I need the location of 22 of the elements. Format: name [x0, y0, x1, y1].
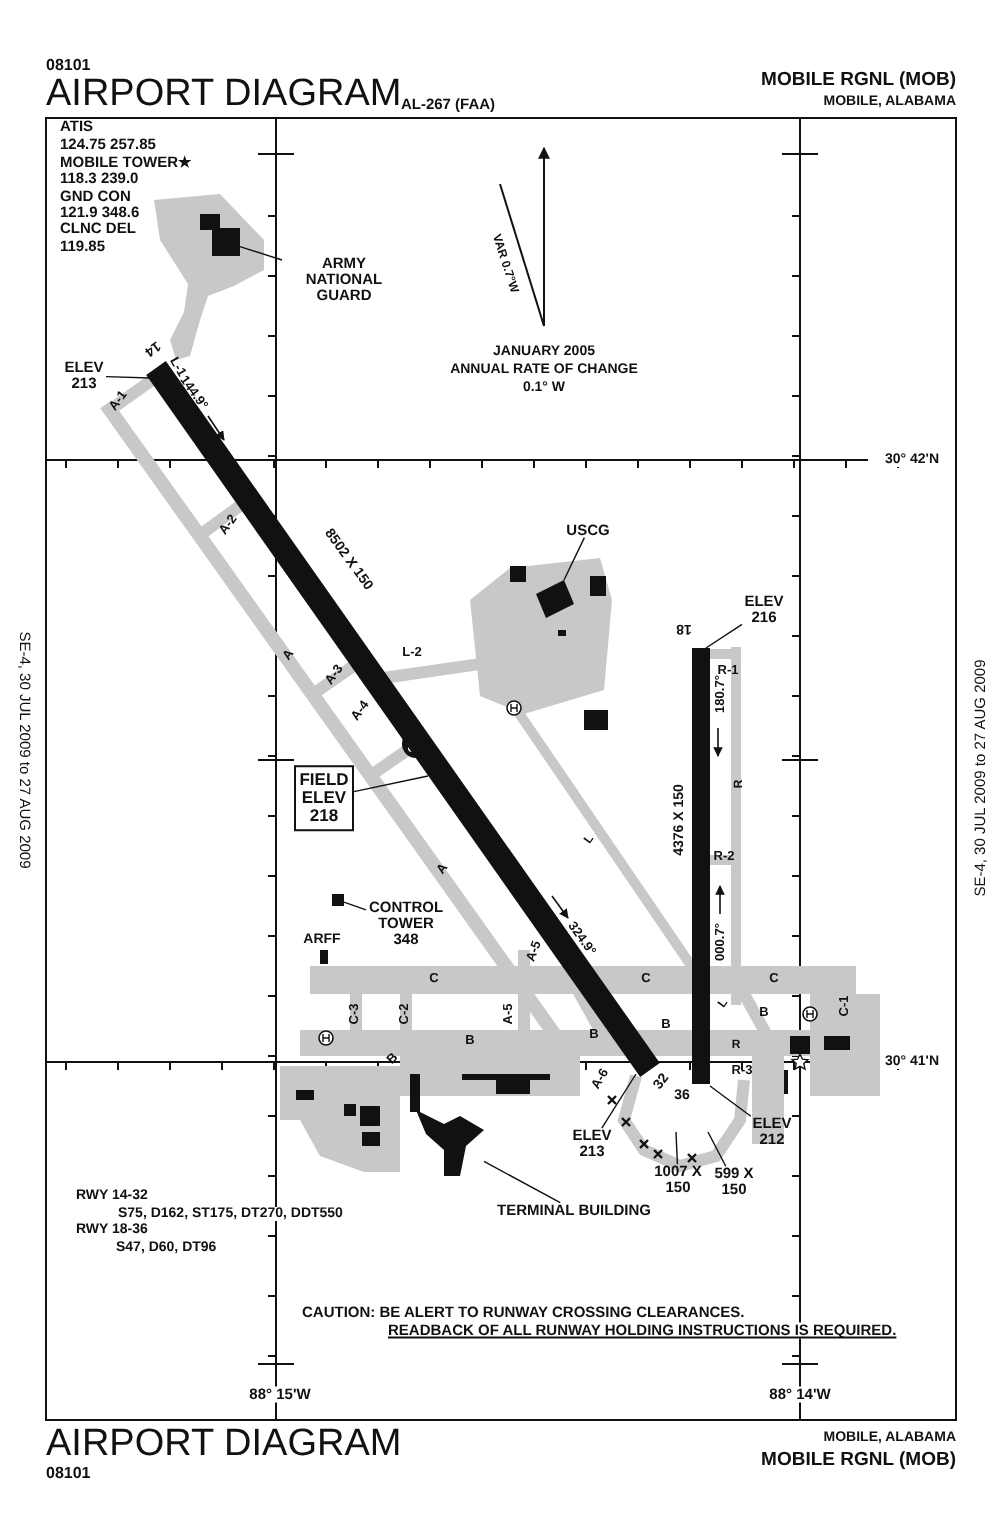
leader-line	[483, 1160, 561, 1204]
leader-line	[105, 375, 151, 379]
building	[332, 894, 344, 906]
airport-name: MOBILE RGNL (MOB)	[761, 1450, 956, 1470]
leader-line	[601, 1073, 637, 1129]
leader-line	[707, 1131, 727, 1167]
leader-line	[675, 1131, 679, 1165]
page-title: AIRPORT DIAGRAM	[46, 75, 402, 113]
leader-line	[353, 775, 429, 793]
leader-line	[563, 536, 586, 581]
building	[212, 228, 240, 256]
leader-line	[239, 245, 283, 261]
leader-line	[343, 901, 367, 911]
field-elevation-box: FIELD ELEV 218	[294, 765, 354, 831]
terminal-building	[416, 1110, 484, 1176]
leader-line	[709, 1085, 752, 1117]
chart-number: 08101	[46, 58, 91, 74]
airport-name: MOBILE RGNL (MOB)	[761, 70, 956, 90]
leader-line	[705, 623, 743, 649]
page-title: AIRPORT DIAGRAM	[46, 1425, 402, 1463]
building	[536, 580, 574, 618]
chart-number: 08101	[46, 1466, 91, 1482]
